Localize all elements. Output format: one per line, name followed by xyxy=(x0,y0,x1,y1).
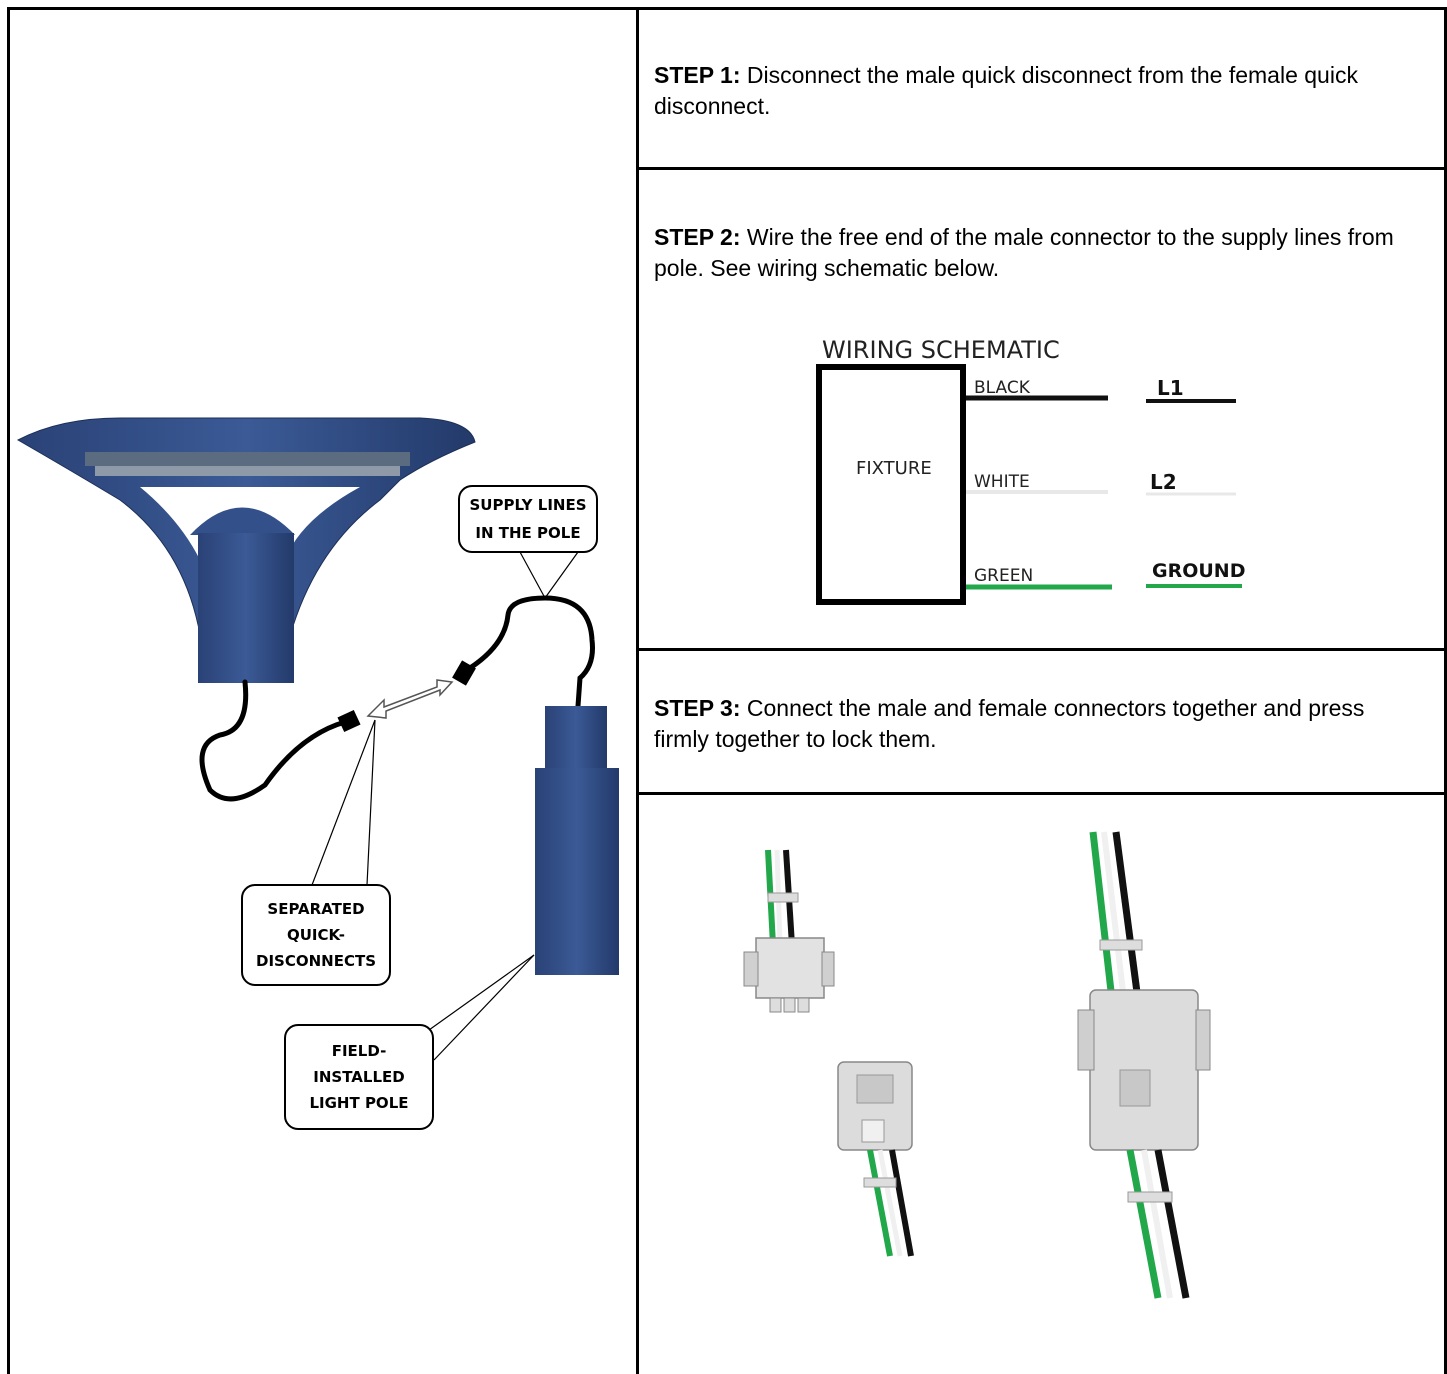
step-2-label: STEP 2: xyxy=(654,224,741,250)
table-outer-border xyxy=(7,7,1447,1374)
callout-pole-line-1: FIELD- xyxy=(331,1042,387,1060)
callout-separated-line-2: QUICK- xyxy=(286,926,346,944)
step-3-label: STEP 3: xyxy=(654,695,741,721)
column-divider xyxy=(636,7,639,1374)
callout-supply-line-2: IN THE POLE xyxy=(475,524,581,542)
step-2-text: STEP 2: Wire the free end of the male co… xyxy=(654,222,1414,284)
step-3-text: STEP 3: Connect the male and female conn… xyxy=(654,693,1414,755)
step-3-body: Connect the male and female connectors t… xyxy=(654,695,1365,752)
callout-separated-disconnects: SEPARATED QUICK- DISCONNECTS xyxy=(241,884,391,986)
callout-separated-line-1: SEPARATED xyxy=(267,900,365,918)
callout-pole-line-3: LIGHT POLE xyxy=(309,1094,409,1112)
row-divider-3 xyxy=(636,792,1447,795)
step-1-body: Disconnect the male quick disconnect fro… xyxy=(654,62,1358,119)
callout-supply-lines: SUPPLY LINES IN THE POLE xyxy=(458,485,598,553)
callout-pole-line-2: INSTALLED xyxy=(313,1068,405,1086)
row-divider-2 xyxy=(636,648,1447,651)
step-2-body: Wire the free end of the male connector … xyxy=(654,224,1394,281)
callout-separated-line-3: DISCONNECTS xyxy=(256,952,376,970)
step-1-label: STEP 1: xyxy=(654,62,741,88)
step-1-text: STEP 1: Disconnect the male quick discon… xyxy=(654,60,1414,122)
row-divider-1 xyxy=(636,167,1447,170)
callout-light-pole: FIELD- INSTALLED LIGHT POLE xyxy=(284,1024,434,1130)
callout-supply-line-1: SUPPLY LINES xyxy=(469,496,587,514)
